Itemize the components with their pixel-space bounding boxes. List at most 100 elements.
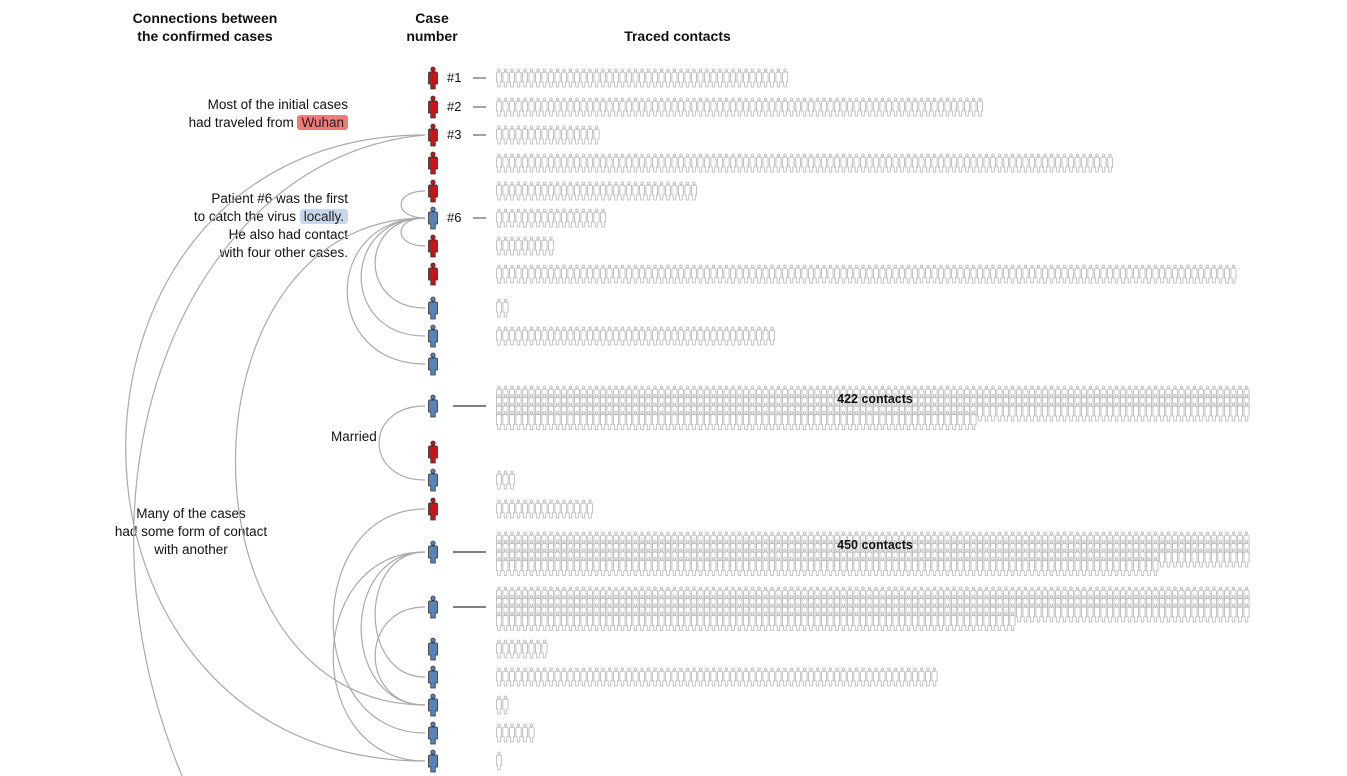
- contact-icon: [528, 411, 535, 430]
- contact-icon: [1191, 402, 1198, 422]
- contact-icon: [775, 68, 782, 88]
- contact-icon: [1061, 153, 1068, 173]
- contact-icon: [866, 557, 873, 576]
- contact-icon: [938, 411, 944, 430]
- case-icon-imported: [428, 179, 438, 203]
- contact-icon: [652, 411, 658, 430]
- contact-icon: [626, 153, 632, 173]
- contact-icon: [873, 264, 879, 284]
- case-number-label: #6: [447, 210, 462, 225]
- contact-icon: [873, 97, 879, 117]
- header-case-number: Case number: [402, 9, 462, 45]
- contact-icon: [1178, 264, 1185, 284]
- contact-icon: [756, 68, 762, 88]
- contact-icon: [743, 326, 749, 346]
- case-icon-local: [428, 637, 438, 661]
- contact-icon: [1003, 557, 1009, 576]
- contact-icon: [606, 667, 613, 687]
- contact-icon: [632, 667, 639, 687]
- case-icon-imported: [428, 66, 438, 90]
- contact-icon: [502, 499, 509, 519]
- contact-icon: [671, 264, 678, 284]
- contact-icon: [736, 557, 743, 576]
- contact-icon: [892, 264, 899, 284]
- contact-icon: [970, 557, 977, 576]
- contact-icon: [548, 326, 554, 346]
- contact-icon: [574, 125, 580, 145]
- contact-icon: [645, 557, 652, 576]
- contact-icon: [743, 68, 749, 88]
- contact-icon: [658, 264, 665, 284]
- contact-icon: [749, 153, 756, 173]
- contact-icon: [710, 97, 717, 117]
- contact-icon: [639, 68, 645, 88]
- contact-icon: [652, 68, 658, 88]
- contact-icon: [613, 68, 619, 88]
- contact-icon: [509, 125, 515, 145]
- contact-icon: [574, 181, 580, 201]
- contact-icon: [639, 557, 645, 576]
- contact-icon: [860, 667, 866, 687]
- contact-icon: [866, 97, 873, 117]
- contact-icon: [632, 181, 639, 201]
- contact-icon: [658, 68, 665, 88]
- contact-icon: [704, 667, 710, 687]
- annotation-contact: Many of the cases had some form of conta…: [100, 505, 282, 559]
- contact-icon: [600, 411, 606, 430]
- contact-icon: [899, 557, 905, 576]
- contact-icon: [567, 326, 574, 346]
- contact-icon: [619, 667, 626, 687]
- contact-icon: [704, 326, 710, 346]
- contact-icon: [996, 153, 1003, 173]
- contact-icon: [847, 411, 853, 430]
- contact-icon: [983, 264, 990, 284]
- contact-icon: [762, 326, 769, 346]
- contact-icon: [1120, 402, 1126, 422]
- case-icon-imported: [428, 151, 438, 175]
- contact-icon: [1107, 402, 1113, 422]
- contact-icon: [593, 667, 600, 687]
- contact-icon: [964, 153, 970, 173]
- contact-icon: [509, 236, 515, 256]
- contact-icon: [795, 97, 801, 117]
- contact-icon: [684, 68, 691, 88]
- contact-icon: [886, 667, 892, 687]
- contact-icon: [1133, 402, 1139, 422]
- contact-icon: [1100, 264, 1107, 284]
- contact-icon: [691, 667, 697, 687]
- contact-icon: [996, 557, 1003, 576]
- contact-icon: [496, 181, 502, 201]
- contact-icon: [1107, 153, 1113, 173]
- contact-icon: [814, 97, 821, 117]
- contact-icon: [1185, 264, 1191, 284]
- contact-icon: [736, 153, 743, 173]
- contact-icon: [522, 411, 528, 430]
- contact-icon: [1198, 402, 1204, 422]
- contact-icon: [710, 667, 717, 687]
- contact-icon: [957, 153, 964, 173]
- contact-icon: [684, 411, 691, 430]
- contact-icon: [522, 68, 528, 88]
- contact-icon: [1087, 402, 1094, 422]
- contact-icon: [535, 68, 541, 88]
- contact-icon: [912, 264, 918, 284]
- contact-icon: [561, 326, 567, 346]
- contact-icon: [535, 667, 541, 687]
- contact-icon: [528, 639, 535, 659]
- contact-icon: [606, 411, 613, 430]
- contact-icon: [541, 236, 548, 256]
- contact-icon: [944, 411, 951, 430]
- contact-icon: [496, 236, 502, 256]
- contact-icon: [619, 557, 626, 576]
- contact-icon: [658, 326, 665, 346]
- annotation-contact-line2: had some form of contact: [114, 524, 268, 539]
- contact-icon: [821, 557, 827, 576]
- contact-icon: [730, 153, 736, 173]
- contact-icon: [574, 557, 580, 576]
- contact-icon: [1022, 153, 1029, 173]
- contact-icon: [684, 153, 691, 173]
- contact-icon: [496, 695, 502, 715]
- contact-icon: [613, 326, 619, 346]
- contact-icon: [632, 153, 639, 173]
- contact-icon: [580, 68, 587, 88]
